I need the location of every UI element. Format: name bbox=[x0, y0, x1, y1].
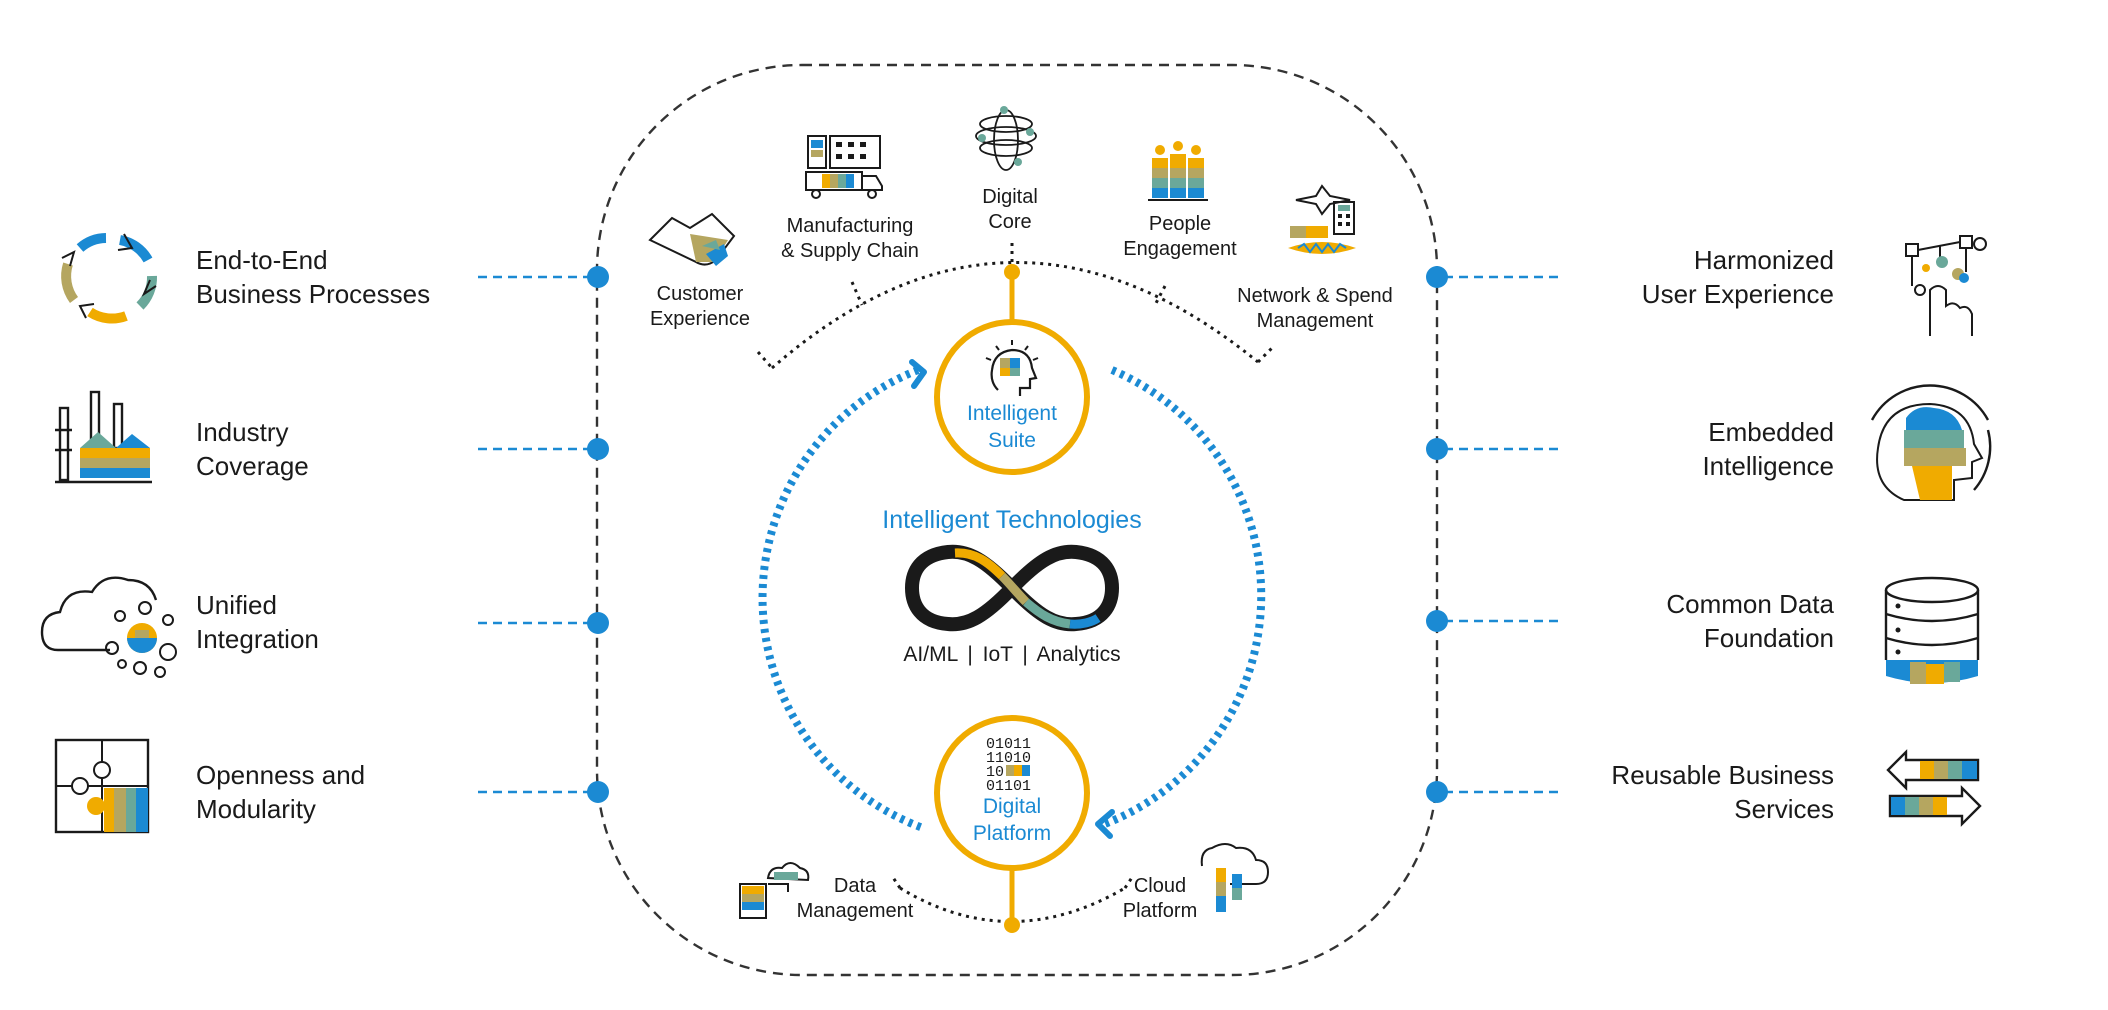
cloud-bars-icon bbox=[1200, 843, 1270, 912]
data-document-icon bbox=[739, 862, 810, 919]
digital-platform-circle bbox=[934, 715, 1090, 871]
lightbulb-head-icon bbox=[985, 340, 1039, 396]
binary-row-1: 01011 bbox=[986, 736, 1031, 753]
handshake-icon bbox=[648, 212, 736, 266]
factory-icon bbox=[55, 390, 152, 484]
technologies-subtitle: AI/ML | IoT | Analytics bbox=[903, 643, 1121, 666]
top-orange-dot bbox=[1004, 264, 1020, 280]
infinity-icon bbox=[904, 544, 1120, 632]
cycle-arrows bbox=[758, 366, 1266, 832]
binary-row-3: 10 bbox=[986, 764, 1004, 781]
exchange-arrows-icon bbox=[1886, 749, 1982, 827]
top-module-arc bbox=[756, 243, 1274, 370]
technologies-title: Intelligent Technologies bbox=[882, 506, 1142, 534]
module-manufacturing: Manufacturing& Supply Chain bbox=[781, 215, 919, 262]
binary-row-2: 11010 bbox=[986, 750, 1031, 767]
bottom-module-arc bbox=[890, 875, 1135, 923]
globe-icon bbox=[975, 106, 1037, 171]
left-dots bbox=[587, 266, 609, 803]
puzzle-icon bbox=[54, 738, 150, 834]
people-icon bbox=[1148, 141, 1208, 201]
right-dots bbox=[1426, 266, 1448, 803]
cycle-arrow-tips bbox=[61, 233, 157, 319]
touch-hand-icon bbox=[1905, 235, 1987, 336]
truck-factory-icon bbox=[805, 135, 883, 199]
cloud-network-icon bbox=[40, 576, 177, 678]
database-icon bbox=[1884, 576, 1980, 684]
cycle-arrow-heads bbox=[909, 359, 1115, 839]
binary-row-4: 01101 bbox=[986, 778, 1031, 795]
outer-dashed-frame bbox=[595, 63, 1439, 977]
binary-color-bar bbox=[1006, 765, 1030, 776]
plane-calculator-icon bbox=[1288, 184, 1356, 254]
head-profile-icon bbox=[1870, 384, 1992, 501]
intelligent-suite-circle bbox=[934, 319, 1090, 475]
left-connectors bbox=[478, 275, 590, 794]
right-connectors bbox=[1444, 275, 1560, 794]
cycle-arrows-icon bbox=[61, 233, 157, 324]
binary-icon: 01011 11010 10 01101 bbox=[986, 736, 1031, 795]
bottom-orange-dot bbox=[1004, 917, 1020, 933]
